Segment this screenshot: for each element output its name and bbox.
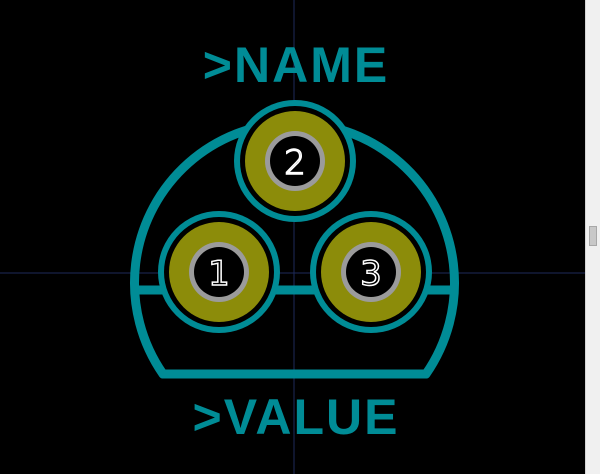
pad-2[interactable]: 2 <box>234 100 356 222</box>
pad-2-number: 2 <box>284 143 306 183</box>
pad-1-number: 1 <box>208 254 230 294</box>
footprint-value-field[interactable]: >VALUE <box>193 389 400 445</box>
footprint-view: 2 1 3 >NAME >VALUE <box>0 0 585 474</box>
pad-3[interactable]: 3 <box>310 211 432 333</box>
vertical-scrollbar[interactable] <box>585 0 600 474</box>
footprint-name-field[interactable]: >NAME <box>203 37 389 93</box>
pad-3-number: 3 <box>360 254 382 294</box>
scrollbar-thumb[interactable] <box>589 226 597 246</box>
pcb-canvas[interactable]: 2 1 3 >NAME >VALUE <box>0 0 585 474</box>
pad-1[interactable]: 1 <box>158 211 280 333</box>
